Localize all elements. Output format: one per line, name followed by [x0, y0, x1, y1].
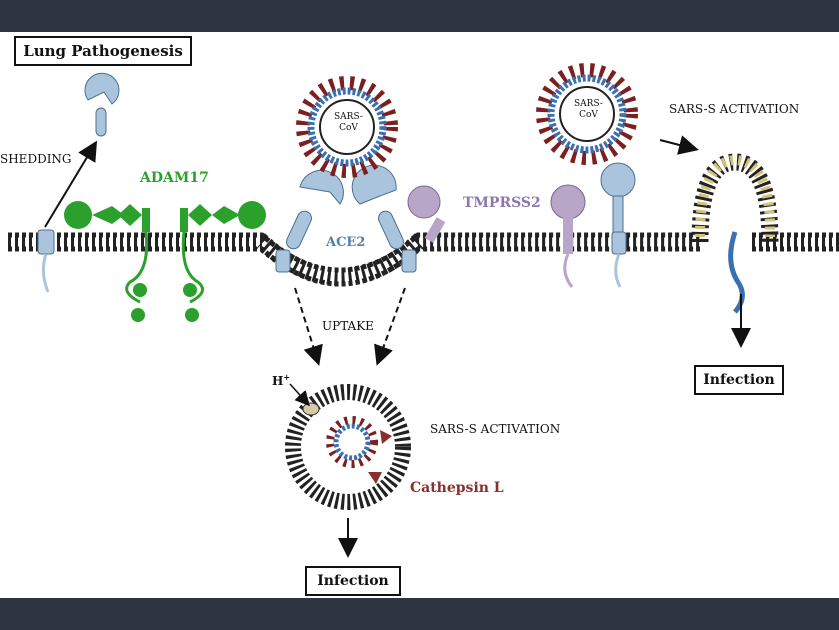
proton-text: H+	[272, 372, 291, 388]
shedding-arrow	[44, 140, 98, 228]
cathepsin-arrow-2	[368, 472, 382, 484]
cathepsin-l-label: Cathepsin L	[410, 480, 504, 496]
shed-ace2-fragment	[84, 72, 120, 137]
sars-cov-virion-2	[536, 63, 638, 165]
ace2-receptors	[275, 164, 417, 273]
virion-2-line2: CoV	[579, 110, 598, 120]
diagram-canvas: Lung Pathogenesis SHEDDING ADAM17 ACE2 T…	[0, 32, 839, 598]
infection-box-right: Infection	[694, 365, 784, 395]
membrane-anchor-left	[37, 229, 55, 293]
cathepsin-arrow-1	[380, 430, 392, 444]
sars-cov-virion-1	[296, 76, 398, 178]
bottom-letterbox-band	[0, 598, 839, 630]
shedding-label: SHEDDING	[0, 152, 72, 166]
uptake-arrow-left	[294, 287, 323, 366]
endosome	[285, 384, 411, 510]
ace2-label: ACE2	[326, 235, 366, 250]
pathway-diagram	[8, 63, 839, 558]
sars-s-activation-center-label: SARS-S ACTIVATION	[430, 422, 561, 436]
proton-arrow	[289, 383, 311, 407]
adam17-label: ADAM17	[140, 170, 209, 186]
top-letterbox-band	[0, 0, 839, 32]
virion-2-line1: SARS-	[574, 99, 603, 109]
activation-arrow	[659, 135, 699, 155]
tmprss2-label: TMPRSS2	[463, 195, 541, 211]
virion-1-line2: CoV	[339, 123, 358, 133]
infection-box-bottom: Infection	[305, 566, 401, 596]
title-box: Lung Pathogenesis	[14, 36, 192, 66]
uptake-arrow-right	[374, 287, 406, 366]
virion-2-label: SARS- CoV	[574, 99, 603, 121]
virion-1-label: SARS- CoV	[334, 112, 363, 134]
sars-s-activation-right-label: SARS-S ACTIVATION	[669, 102, 800, 116]
virion-1-line1: SARS-	[334, 112, 363, 122]
ace2-receptor-right	[600, 162, 636, 288]
tmprss2-protein	[407, 184, 586, 288]
adam17-protein	[64, 201, 266, 322]
uptake-label: UPTAKE	[322, 319, 374, 333]
proton-label: H+	[272, 372, 290, 388]
